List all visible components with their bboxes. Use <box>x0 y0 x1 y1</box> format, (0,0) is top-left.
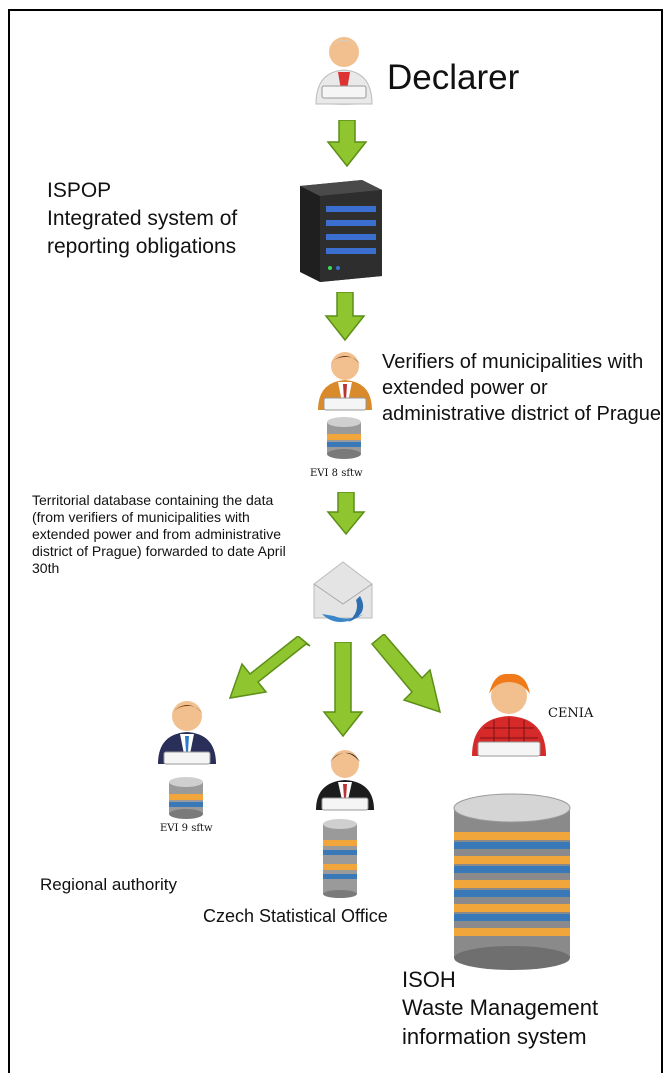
mail-envelope-icon <box>308 556 378 630</box>
cenia-label: CENIA <box>548 706 594 721</box>
statistical-avatar-icon <box>310 742 380 814</box>
isoh-title: ISOH <box>402 967 456 992</box>
regional-software-label: EVI 9 sftw <box>160 823 213 834</box>
arrow-down-icon <box>322 642 364 738</box>
isoh-subtitle: Waste Management information system <box>402 995 599 1049</box>
arrow-down-icon <box>326 492 366 536</box>
declarer-avatar-icon <box>308 30 380 108</box>
verifiers-software-label: EVI 8 sftw <box>310 468 363 479</box>
arrow-down-icon <box>324 292 366 342</box>
regional-authority-label: Regional authority <box>40 875 178 894</box>
server-icon <box>290 176 386 284</box>
territorial-database-label: Territorial database containing the data… <box>32 492 286 576</box>
regional-avatar-icon <box>150 696 224 768</box>
database-icon <box>165 776 207 820</box>
statistical-office-label: Czech Statistical Office <box>203 906 388 926</box>
diagram-frame <box>8 9 663 1073</box>
isoh-database-icon <box>446 792 578 972</box>
database-icon <box>323 416 365 460</box>
cenia-avatar-icon <box>464 668 554 760</box>
arrow-down-right-icon <box>370 634 446 716</box>
arrow-down-left-icon <box>226 636 312 706</box>
ispop-title: ISPOP <box>47 179 112 202</box>
database-icon <box>319 818 361 898</box>
declarer-label: Declarer <box>387 58 520 97</box>
ispop-subtitle: Integrated system of reporting obligatio… <box>47 207 238 258</box>
verifiers-label: Verifiers of municipalities with extende… <box>382 351 662 425</box>
arrow-down-icon <box>326 120 368 168</box>
verifier-avatar-icon <box>310 348 380 414</box>
